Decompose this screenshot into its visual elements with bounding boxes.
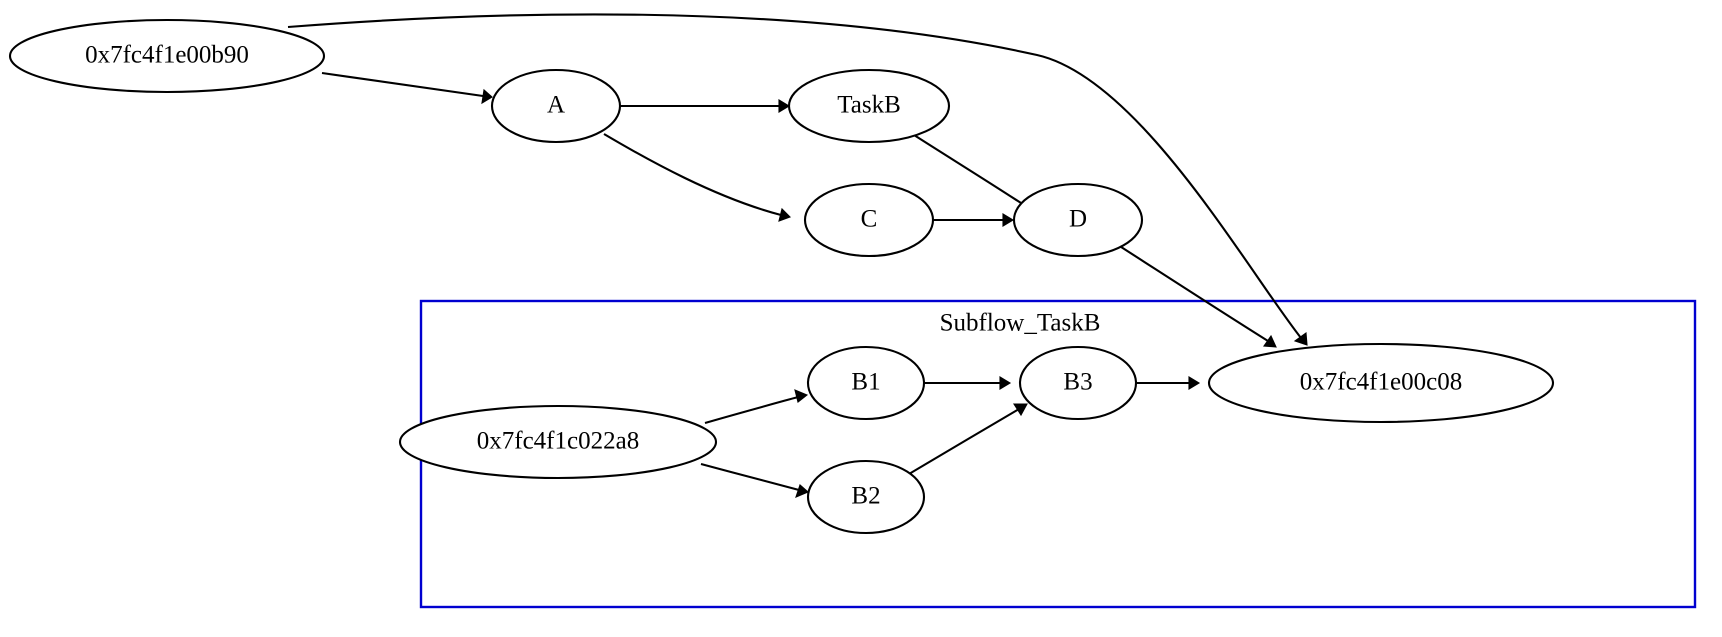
edge-start-to-end[interactable] <box>287 13 1308 346</box>
node-label: B2 <box>851 483 880 510</box>
node-label: C <box>861 206 878 233</box>
node-taskb[interactable]: TaskB <box>787 68 951 144</box>
node-shape <box>1207 342 1555 424</box>
arrowhead-icon <box>1002 213 1015 227</box>
arrowhead-icon <box>1188 376 1201 390</box>
node-shape <box>806 345 926 421</box>
arrowhead-icon <box>1012 403 1028 417</box>
edge-b1-to-b3[interactable] <box>924 376 1012 390</box>
node-start[interactable]: 0x7fc4f1e00b90 <box>8 18 326 94</box>
node-shape <box>803 182 935 258</box>
node-label: A <box>547 92 565 119</box>
edge-substart-to-b2[interactable] <box>700 462 810 498</box>
node-label: TaskB <box>837 92 901 119</box>
edge-taskb-to-d[interactable] <box>913 134 1033 212</box>
edge-start-to-a[interactable] <box>321 71 493 105</box>
node-substart[interactable]: 0x7fc4f1c022a8 <box>398 404 718 480</box>
node-end[interactable]: 0x7fc4f1e00c08 <box>1207 342 1555 424</box>
arrowhead-icon <box>999 376 1012 390</box>
node-a[interactable]: A <box>490 68 622 144</box>
edge-line <box>704 395 799 425</box>
edge-c-to-d[interactable] <box>933 213 1015 227</box>
edge-a-to-taskb[interactable] <box>620 99 791 113</box>
edge-substart-to-b1[interactable] <box>704 389 809 425</box>
edge-line <box>321 71 484 98</box>
node-b2[interactable]: B2 <box>806 459 926 535</box>
node-shape <box>806 459 926 535</box>
node-shape <box>1012 182 1144 258</box>
node-shape <box>490 68 622 144</box>
node-c[interactable]: C <box>803 182 935 258</box>
edge-d-to-end[interactable] <box>1117 244 1277 348</box>
arrowhead-icon <box>481 88 493 105</box>
node-label: 0x7fc4f1c022a8 <box>477 428 639 455</box>
arrowhead-icon <box>778 99 791 113</box>
edge-b3-to-end[interactable] <box>1136 376 1201 390</box>
node-label: D <box>1069 206 1087 233</box>
arrowhead-icon <box>1293 331 1308 346</box>
edge-line <box>1117 244 1269 342</box>
node-label: B3 <box>1063 369 1092 396</box>
arrowhead-icon <box>795 484 810 498</box>
edge-line <box>908 408 1020 475</box>
edge-line <box>603 133 782 217</box>
edge-line <box>700 462 800 492</box>
node-shape <box>787 68 951 144</box>
node-b1[interactable]: B1 <box>806 345 926 421</box>
node-label: 0x7fc4f1e00b90 <box>85 42 249 69</box>
node-shape <box>398 404 718 480</box>
edge-b2-to-b3[interactable] <box>908 403 1028 475</box>
node-shape <box>1018 345 1138 421</box>
cluster-label: Subflow_TaskB <box>940 310 1101 337</box>
node-label: B1 <box>851 369 880 396</box>
arrowhead-icon <box>794 389 809 403</box>
edge-line <box>287 13 1302 339</box>
arrowhead-icon <box>1263 334 1277 348</box>
edge-a-to-c[interactable] <box>603 133 791 222</box>
arrowhead-icon <box>778 207 791 222</box>
node-label: 0x7fc4f1e00c08 <box>1300 369 1462 396</box>
node-d[interactable]: D <box>1012 182 1144 258</box>
node-b3[interactable]: B3 <box>1018 345 1138 421</box>
node-shape <box>8 18 326 94</box>
edge-line <box>913 134 1025 206</box>
